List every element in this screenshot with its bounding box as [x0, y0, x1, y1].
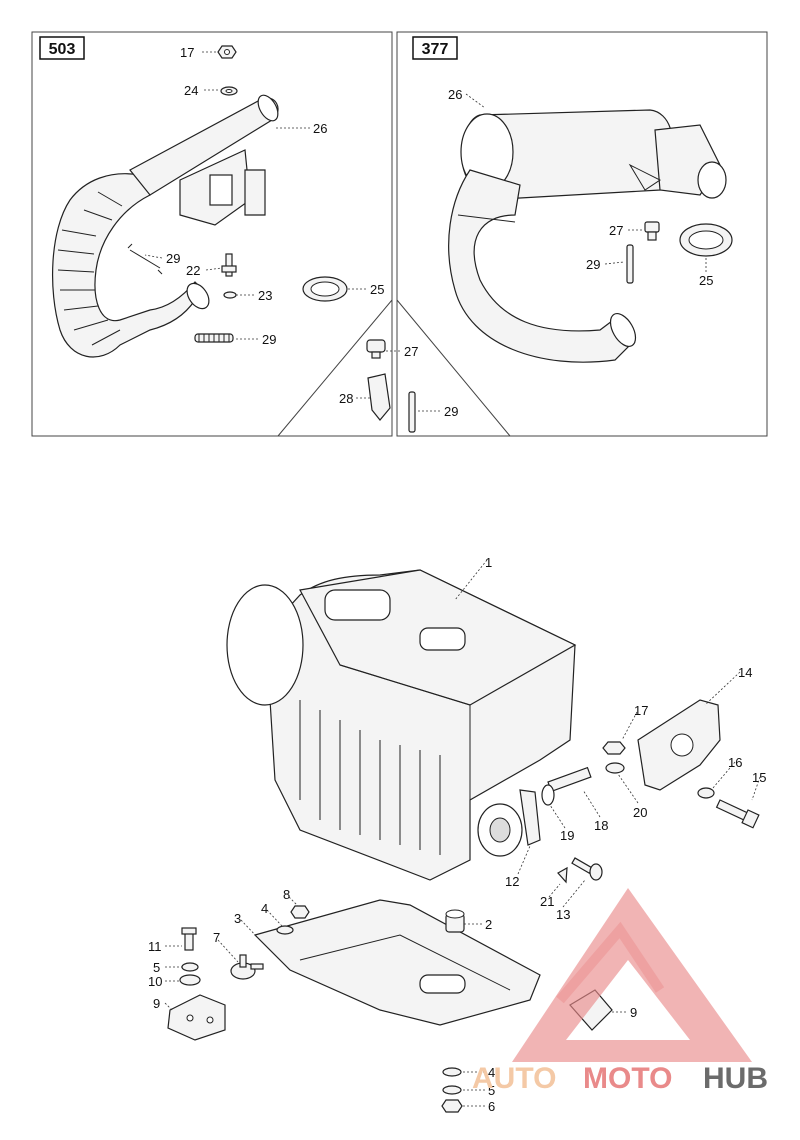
gasket-25-377: [679, 223, 733, 257]
watermark-triangle: [512, 888, 752, 1062]
callouts-engine: 1 14 17 16 15 20 18 19 12 21 13 8 4 3 2 …: [148, 555, 766, 1114]
spring-29-503a: [127, 243, 163, 275]
nut-17-engine: [602, 741, 626, 755]
box-377-badge: 377: [412, 36, 458, 60]
spacer-2: [445, 909, 465, 933]
bracket-9-left: [167, 994, 226, 1041]
bracket-28: [367, 373, 391, 421]
callout-2: 2: [485, 917, 492, 932]
washer-5-bottom: [442, 1085, 462, 1095]
callout-1: 1: [485, 555, 492, 570]
callout-29-377: 29: [586, 257, 600, 272]
callout-23: 23: [258, 288, 272, 303]
muffler-503: [129, 94, 279, 226]
box-503-badge: 503: [39, 36, 85, 60]
box-503-code: 503: [49, 41, 76, 58]
bolt-13: [571, 857, 603, 881]
callout-25-377: 25: [699, 273, 713, 288]
plate-14: [637, 699, 721, 791]
nut-8: [290, 905, 310, 919]
box-377-code: 377: [422, 41, 449, 58]
washer-24-503: [220, 86, 238, 96]
nut-6: [441, 1099, 463, 1113]
washer-4-top: [276, 925, 294, 935]
callout-3: 3: [234, 911, 241, 926]
callouts-503: 17 24 26 29 22 23 29 25: [166, 45, 384, 347]
bolt-15: [715, 799, 760, 829]
callout-12: 12: [505, 874, 519, 889]
callout-8: 8: [283, 887, 290, 902]
washer-4-bottom: [442, 1067, 462, 1077]
callout-6: 6: [488, 1099, 495, 1114]
callout-5-left: 5: [153, 960, 160, 975]
stud-22: [221, 253, 237, 277]
callout-17-503: 17: [180, 45, 194, 60]
washer-20: [605, 762, 625, 774]
clip-21: [557, 866, 568, 884]
exhaust-pipe-377: [448, 169, 637, 363]
callout-22: 22: [186, 263, 200, 278]
nut-17-503: [217, 45, 237, 59]
callout-15: 15: [752, 770, 766, 785]
inset-frames: [31, 31, 768, 437]
spring-29-377: [626, 244, 634, 284]
callout-27-shared: 27: [404, 344, 418, 359]
callout-26-377: 26: [448, 87, 462, 102]
callouts-shared: 27 28 29: [339, 344, 458, 419]
watermark-logo: [512, 888, 752, 1062]
spring-29-503b: [194, 333, 234, 343]
callout-10: 10: [148, 974, 162, 989]
exhaust-pipe-503: [51, 173, 210, 358]
callout-29-503b: 29: [262, 332, 276, 347]
washer-16: [697, 787, 715, 799]
callout-28: 28: [339, 391, 353, 406]
callout-4-bottom: 4: [488, 1065, 495, 1080]
engine-block: [226, 569, 577, 881]
bolt-27-377: [644, 221, 660, 241]
bolt-27-shared: [366, 339, 386, 359]
callout-25-503: 25: [370, 282, 384, 297]
callout-26-503: 26: [313, 121, 327, 136]
callout-5-bottom: 5: [488, 1083, 495, 1098]
watermark-text-hub: HUB: [703, 1062, 768, 1095]
leader-lines: [144, 51, 761, 1107]
callout-9-right: 9: [630, 1005, 637, 1020]
gasket-25-503: [302, 276, 348, 302]
callout-4-top: 4: [261, 901, 268, 916]
callout-16: 16: [728, 755, 742, 770]
callouts-377: 26 27 29 25: [448, 87, 713, 288]
callout-27-377: 27: [609, 223, 623, 238]
callout-29-503a: 29: [166, 251, 180, 266]
muffler-377: [460, 109, 727, 199]
callout-7: 7: [213, 930, 220, 945]
bolt-11: [181, 927, 197, 951]
callout-14: 14: [738, 665, 752, 680]
washer-5-left: [181, 962, 199, 972]
watermark-wordmark: AUTO MOTO HUB: [472, 1062, 768, 1095]
callout-13: 13: [556, 907, 570, 922]
engine-mount-plate-3: [253, 899, 541, 1026]
watermark-text-auto: AUTO: [472, 1062, 556, 1095]
washer-10: [179, 974, 201, 986]
callout-19: 19: [560, 828, 574, 843]
callout-20: 20: [633, 805, 647, 820]
callout-11: 11: [148, 939, 162, 954]
rubber-mount-7: [230, 954, 264, 980]
callout-17-engine: 17: [634, 703, 648, 718]
watermark-text-moto: MOTO: [583, 1062, 672, 1095]
bolt-18: [541, 766, 592, 806]
callout-29-shared: 29: [444, 404, 458, 419]
callout-24: 24: [184, 83, 198, 98]
washer-23-503: [223, 291, 237, 299]
callout-21: 21: [540, 894, 554, 909]
callout-9-left: 9: [153, 996, 160, 1011]
spring-29-shared: [408, 391, 416, 433]
callout-18: 18: [594, 818, 608, 833]
